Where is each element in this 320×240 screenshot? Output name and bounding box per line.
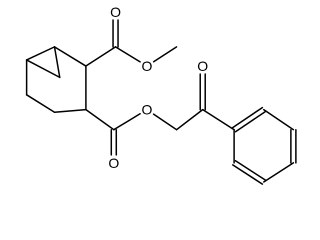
double-bond-line <box>234 110 266 133</box>
single-bond <box>53 46 87 67</box>
single-bond <box>152 113 178 131</box>
double-bond-line <box>234 159 266 181</box>
single-bond <box>53 108 87 114</box>
oxygen-atom-label: O <box>197 58 208 74</box>
bond-layer <box>25 19 297 185</box>
single-bond <box>201 108 235 131</box>
single-bond <box>113 113 141 131</box>
single-bond <box>25 46 56 61</box>
single-bond <box>85 108 115 131</box>
chemical-structure: O O O O O <box>25 4 297 185</box>
single-bond <box>85 46 117 67</box>
double-bond-line <box>231 106 264 129</box>
single-bond <box>262 162 295 183</box>
single-bond <box>262 108 295 131</box>
single-bond <box>114 46 141 63</box>
single-bond <box>25 59 61 79</box>
single-bond <box>53 46 61 79</box>
oxygen-atom-label: O <box>141 102 152 118</box>
single-bond <box>25 94 56 114</box>
double-bond-line <box>231 164 264 185</box>
single-bond <box>175 108 204 131</box>
oxygen-atom-label: O <box>108 155 119 171</box>
atom-label-layer: O O O O O <box>108 4 208 171</box>
oxygen-atom-label: O <box>110 4 121 20</box>
single-bond <box>152 46 178 63</box>
oxygen-atom-label: O <box>141 58 152 74</box>
